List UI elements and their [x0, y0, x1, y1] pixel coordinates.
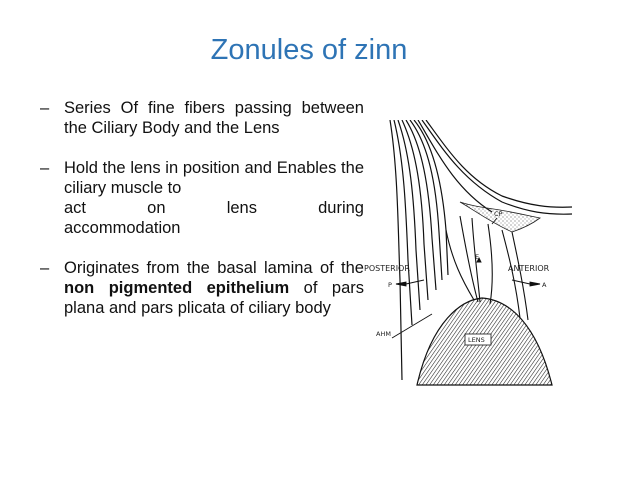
bullet-item-3: – Originates from the basal lamina of th… [40, 258, 364, 318]
bullet-dash: – [40, 159, 50, 177]
label-cp: CP [494, 210, 503, 218]
bullet-dash: – [40, 259, 50, 277]
zonule-diagram-svg: CP POSTERIOR ANTERIOR P E A AHM LENS [364, 120, 572, 386]
bullet-dash: – [40, 99, 50, 117]
label-lens: LENS [468, 336, 485, 344]
label-a: A [542, 281, 547, 289]
slide-title: Zonules of zinn [210, 34, 408, 66]
bullet-text: Series Of fine fibers passing between th… [64, 99, 364, 137]
bullet-item-2: – Hold the lens in position and Enables … [40, 158, 364, 238]
zonule-diagram: CP POSTERIOR ANTERIOR P E A AHM LENS [362, 120, 572, 390]
bullet-text-end: accommodation [64, 219, 181, 237]
bullet-bold-text: non pigmented epithelium [64, 279, 290, 297]
bullet-text-after: of pars plana and pars plicata of ciliar… [64, 279, 364, 317]
bullet-text-spread: act on lens during [64, 199, 364, 217]
label-p: P [388, 281, 392, 289]
ciliary-body-bands [389, 120, 449, 381]
bullet-list: – Series Of fine fibers passing between … [40, 98, 364, 338]
zonular-fibers [445, 215, 529, 321]
label-ahm: AHM [376, 330, 391, 338]
bullet-text: Hold the lens in position and Enables th… [64, 159, 364, 197]
label-e: E [475, 253, 479, 261]
label-posterior: POSTERIOR [364, 264, 410, 273]
bullet-item-1: – Series Of fine fibers passing between … [40, 98, 364, 138]
bullet-text-before: Originates from the basal lamina of the [64, 259, 364, 277]
label-pointers [391, 217, 541, 339]
ciliary-process-region [459, 201, 541, 233]
ciliary-process [417, 120, 572, 215]
label-anterior: ANTERIOR [508, 264, 550, 273]
